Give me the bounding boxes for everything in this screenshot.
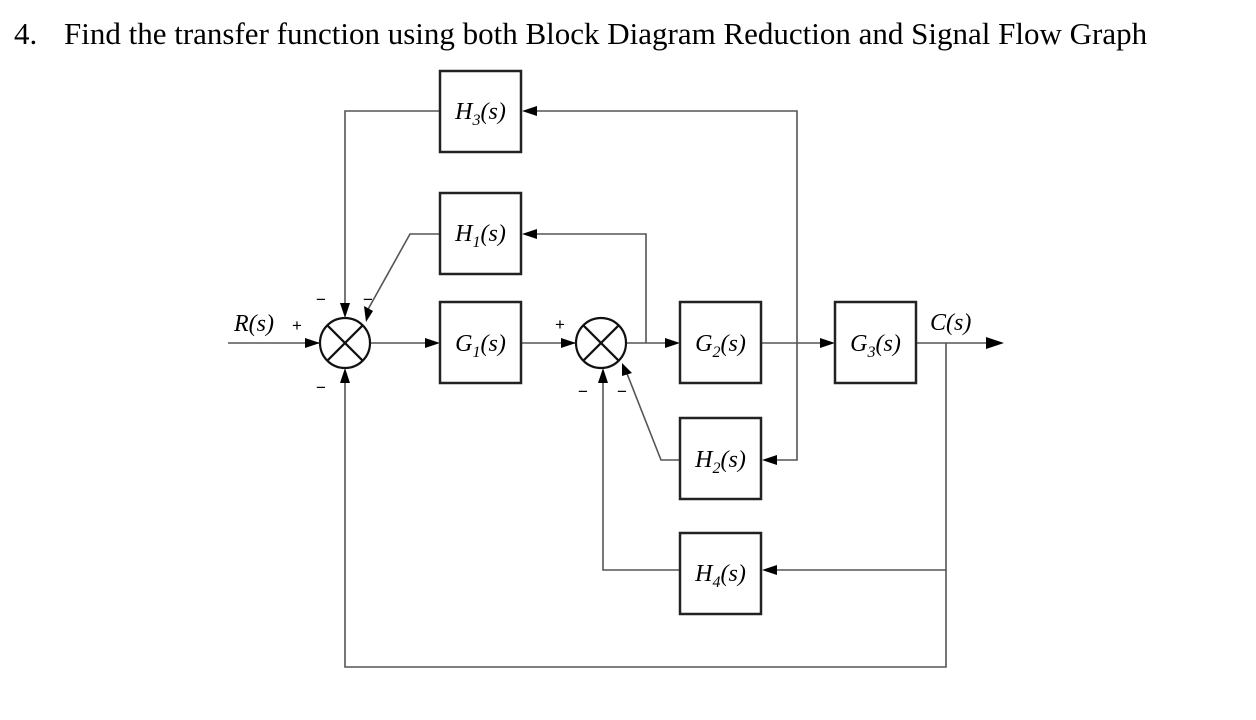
wire-h3-to-sj1 — [344, 110, 440, 306]
arrow-feedback-into-sj1 — [340, 368, 350, 383]
block-h4: H4(s) — [678, 531, 763, 616]
block-g2: G2(s) — [678, 300, 763, 385]
input-signal-label: R(s) — [233, 311, 274, 337]
arrow-into-g1 — [425, 338, 440, 348]
output-signal-label: C(s) — [930, 310, 971, 336]
arrow-into-sj1 — [305, 338, 320, 348]
block-h2: H2(s) — [678, 416, 763, 501]
sj1-sign-input: + — [292, 316, 302, 335]
wire-h2-feedback-in — [770, 343, 798, 461]
block-g1: G1(s) — [438, 300, 523, 385]
sj2-sign-h4: − — [578, 382, 588, 401]
arrow-into-sj2 — [561, 338, 576, 348]
block-g1-label: G1(s) — [455, 331, 506, 361]
block-g3-label: G3(s) — [850, 331, 901, 361]
block-h3-label: H3(s) — [454, 99, 506, 129]
arrow-into-g2 — [665, 338, 680, 348]
arrow-into-h1 — [522, 229, 537, 239]
wire-h1-to-sj1 — [365, 233, 440, 314]
summing-junction-2 — [574, 316, 628, 370]
block-g3: G3(s) — [833, 300, 918, 385]
question-body: Find the transfer function using both Bl… — [64, 16, 1148, 51]
arrow-into-g3 — [820, 338, 835, 348]
question-number: 4. — [14, 16, 38, 51]
sj2-sign-h2: − — [617, 382, 627, 401]
sj1-sign-h1: − — [363, 290, 373, 309]
arrow-into-h4 — [762, 565, 777, 575]
arrow-into-h3 — [522, 106, 537, 116]
arrow-into-h2 — [762, 455, 777, 465]
summing-junction-1 — [318, 316, 372, 370]
block-h3: H3(s) — [438, 69, 523, 154]
signal-lines — [228, 110, 988, 668]
wire-h1-feedback-in — [530, 233, 647, 343]
sj2-sign-input: + — [555, 315, 565, 334]
block-h4-label: H4(s) — [694, 561, 746, 591]
block-h1: H1(s) — [438, 191, 523, 276]
arrowheads — [305, 106, 1004, 575]
wire-output-feedback — [344, 380, 947, 668]
arrow-h3-into-sj1 — [340, 303, 350, 318]
sj1-sign-output-feedback: − — [316, 378, 326, 397]
block-g2-label: G2(s) — [695, 331, 746, 361]
block-h1-label: H1(s) — [454, 221, 506, 251]
arrow-h1-into-sj1 — [364, 306, 373, 322]
sj1-sign-h3: − — [316, 290, 326, 309]
block-h2-label: H2(s) — [694, 447, 746, 477]
wire-h2-to-sj2 — [625, 370, 680, 461]
arrow-h4-into-sj2 — [598, 368, 608, 383]
arrow-h2-into-sj2 — [622, 363, 632, 376]
wire-h3-feedback-in — [530, 110, 798, 343]
wire-h4-to-sj2 — [602, 380, 680, 571]
question-text: 4. Find the transfer function using both … — [14, 16, 1147, 52]
arrow-output — [986, 337, 1004, 349]
